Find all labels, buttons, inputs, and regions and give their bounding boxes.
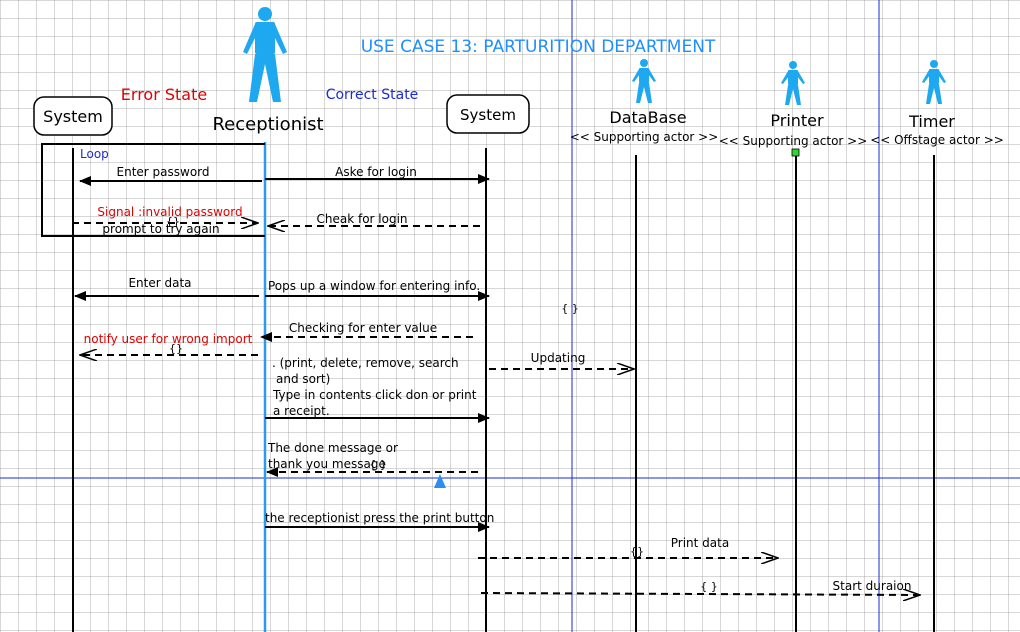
timer-stereotype: << Offstage actor >> bbox=[870, 133, 1004, 147]
message-start-duration bbox=[480, 593, 920, 595]
message-label-notify-wrong-import: notify user for wrong import bbox=[84, 332, 253, 346]
brace-invalid: {} bbox=[166, 215, 180, 228]
message-label-signal-invalid: Signal :invalid password bbox=[97, 205, 242, 219]
diagram-title: USE CASE 13: PARTURITION DEPARTMENT bbox=[361, 37, 716, 57]
note-type-in-line-1: Type in contents click don or print bbox=[272, 388, 477, 402]
message-label-checking-value: Checking for enter value bbox=[289, 321, 437, 335]
receptionist-actor-icon[interactable] bbox=[243, 7, 287, 102]
message-label-aske-for-login: Aske for login bbox=[335, 165, 417, 179]
correct-state-label: Correct State bbox=[326, 87, 419, 103]
database-name: DataBase bbox=[609, 108, 686, 127]
note-type-in-line-2: a receipt. bbox=[273, 404, 330, 418]
loop-label: Loop bbox=[80, 147, 109, 161]
message-label-enter-password: Enter password bbox=[117, 165, 210, 179]
system-right-label: System bbox=[460, 106, 516, 124]
printer-name: Printer bbox=[770, 111, 824, 130]
loop-frame bbox=[41, 143, 265, 237]
system-left-label: System bbox=[43, 107, 103, 126]
note-options-line-1: . (print, delete, remove, search bbox=[272, 356, 459, 370]
message-label-pops-up-window: Pops up a window for entering info. bbox=[268, 279, 480, 293]
timer-name: Timer bbox=[908, 112, 955, 131]
printer-stereotype: << Supporting actor >> bbox=[719, 134, 868, 148]
error-state-label: Error State bbox=[121, 85, 207, 104]
receptionist-name: Receptionist bbox=[212, 114, 323, 135]
message-label-start-duration: Start duraion bbox=[833, 579, 912, 593]
brace-print-data: {} bbox=[630, 545, 644, 558]
brace-start-duration: { } bbox=[700, 580, 718, 593]
system-left-box[interactable]: System bbox=[33, 96, 113, 136]
brace-floating: { } bbox=[561, 302, 579, 315]
message-label-print-data: Print data bbox=[671, 536, 729, 550]
database-actor-icon[interactable] bbox=[632, 59, 656, 103]
system-right-box[interactable]: System bbox=[446, 94, 530, 134]
printer-actor-icon[interactable] bbox=[781, 61, 805, 105]
message-label-prompt: prompt to try again bbox=[102, 222, 219, 236]
brace-done: { } bbox=[369, 458, 387, 471]
note-options-line-2: and sort) bbox=[276, 372, 330, 386]
timer-actor-icon[interactable] bbox=[922, 60, 946, 104]
brace-notify: {} bbox=[169, 342, 183, 355]
message-label-cheak-for-login: Cheak for login bbox=[316, 212, 407, 226]
message-label-updating: Updating bbox=[531, 351, 586, 365]
message-label-press-print: the receptionist press the print button bbox=[265, 511, 494, 525]
message-label-done-line-1: The done message or bbox=[267, 441, 398, 455]
printer-activation-marker bbox=[791, 148, 800, 157]
message-label-enter-data: Enter data bbox=[128, 276, 191, 290]
message-label-done-line-2: thank you message bbox=[268, 457, 386, 471]
cursor-triangle-icon[interactable] bbox=[434, 474, 446, 488]
database-stereotype: << Supporting actor >> bbox=[570, 130, 719, 144]
